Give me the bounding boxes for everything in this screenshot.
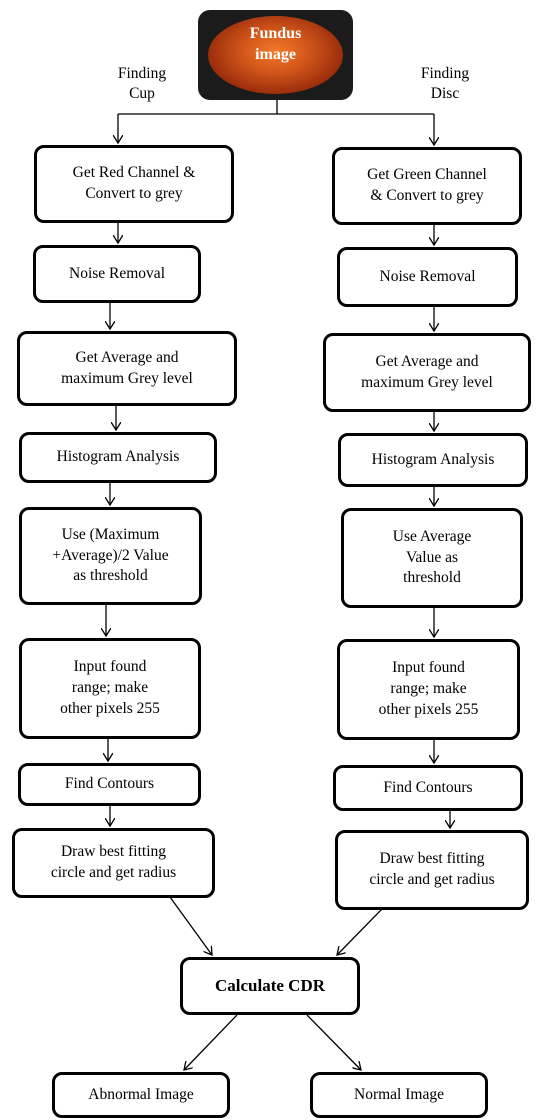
disc-step-noise-removal: Noise Removal	[337, 247, 518, 307]
abnormal-image-box: Abnormal Image	[52, 1072, 230, 1118]
finding-cup-label: Finding Cup	[117, 65, 167, 103]
disc-step-green-channel: Get Green Channel& Convert to grey	[332, 147, 522, 225]
cup-step-red-channel: Get Red Channel &Convert to grey	[34, 145, 234, 223]
normal-image-box: Normal Image	[310, 1072, 488, 1118]
fundus-image: Fundus image	[198, 10, 353, 100]
cup-step-noise-removal: Noise Removal	[33, 245, 201, 303]
disc-step-find-contours: Find Contours	[333, 765, 523, 811]
cup-step-find-contours: Find Contours	[18, 763, 201, 806]
fundus-image-label: Fundus image	[249, 25, 302, 63]
calculate-cdr-box: Calculate CDR	[180, 957, 360, 1015]
cup-step-histogram: Histogram Analysis	[19, 432, 217, 483]
finding-disc-label: Finding Disc	[420, 65, 470, 103]
disc-step-histogram: Histogram Analysis	[338, 433, 528, 487]
retina-illustration	[208, 16, 343, 94]
